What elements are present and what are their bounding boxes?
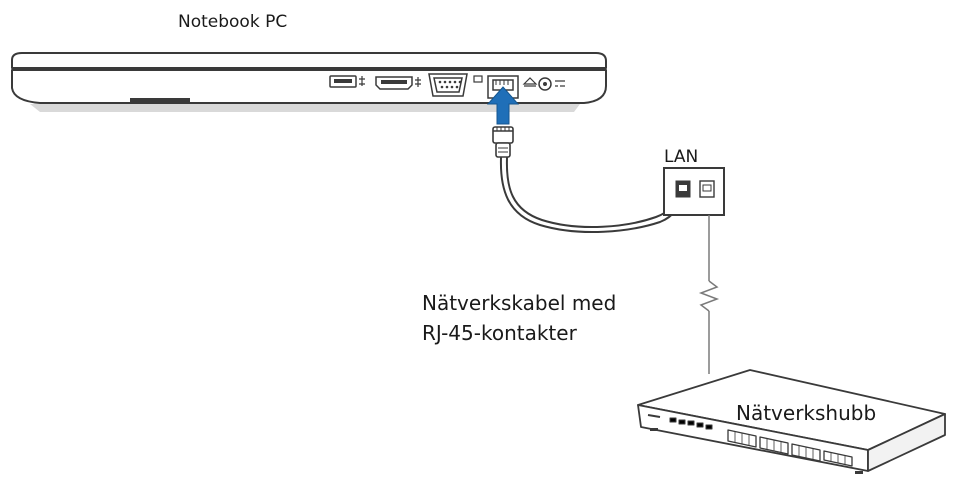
hdmi-symbol-icon xyxy=(415,77,421,87)
hub-ports xyxy=(727,429,853,467)
laptop-shadow xyxy=(30,104,580,112)
hub-side xyxy=(867,413,946,472)
dc-symbol-icon xyxy=(555,80,565,87)
laptop-lid xyxy=(11,52,607,69)
network-hub-label: Nätverkshubb xyxy=(736,401,877,425)
network-cable xyxy=(499,157,682,234)
network-cable-label: Nätverkskabel med RJ-45-kontakter xyxy=(422,288,616,348)
socket-to-hub-line xyxy=(698,215,720,374)
lan-wall-socket xyxy=(663,167,725,216)
rj45-plug-laptop xyxy=(492,126,514,158)
hub-feet xyxy=(650,428,863,474)
network-symbol-icon xyxy=(522,77,538,87)
monitor-symbol-icon xyxy=(473,75,483,83)
usb-symbol-icon xyxy=(359,76,365,86)
notebook-pc-label: Notebook PC xyxy=(178,12,288,32)
network-hub xyxy=(637,369,946,474)
network-cable-label-line1: Nätverkskabel med xyxy=(422,291,617,315)
line-break-icon xyxy=(698,280,720,312)
hub-status-leds xyxy=(647,414,713,430)
network-cable-label-line2: RJ-45-kontakter xyxy=(422,321,577,345)
lan-label: LAN xyxy=(664,147,699,167)
lan-jack-empty-icon xyxy=(699,180,715,198)
arrow-up-icon xyxy=(486,86,520,125)
